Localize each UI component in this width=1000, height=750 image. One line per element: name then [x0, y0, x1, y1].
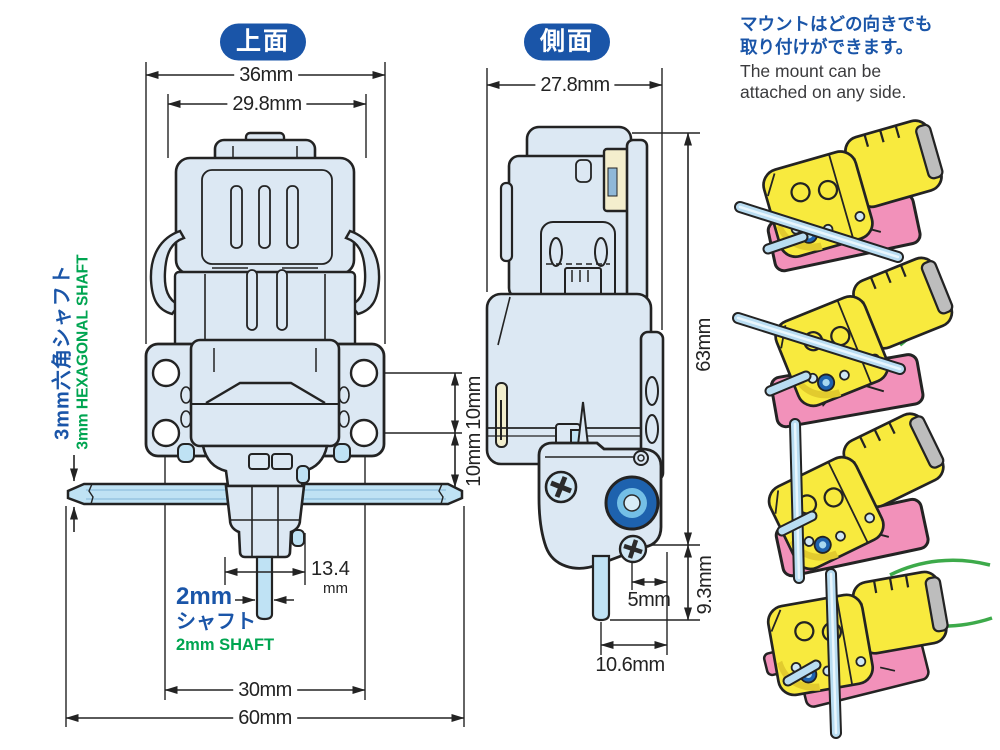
mount-hole — [349, 358, 379, 388]
dim-side-width: 27.8mm — [535, 75, 615, 95]
two-mm-shaft-label-en: 2mm SHAFT — [176, 636, 275, 655]
dim-hex-shaft-length: 60mm — [233, 708, 297, 728]
screw — [544, 470, 578, 504]
two-mm-shaft-label-jp2: シャフト — [176, 610, 256, 633]
dim-gearcase-width-unit: mm — [323, 580, 348, 597]
mount-note-en-line2: attached on any side. — [740, 82, 907, 103]
bearing — [604, 475, 660, 531]
hex-shaft-label-jp: 3mm六角シャフト — [51, 264, 74, 440]
dim-gearcase-width-value: 13.4 — [311, 558, 350, 580]
dim-gearcase-width: 13.4 mm — [311, 559, 350, 596]
side-view-drawing — [485, 125, 665, 622]
hex-shaft-label: 3mm六角シャフト 3mm HEXAGONAL SHAFT — [52, 254, 93, 449]
mount-hole — [151, 418, 181, 448]
hex-shaft-label-en: 3mm HEXAGONAL SHAFT — [74, 254, 92, 450]
side-view-badge: 側面 — [523, 23, 611, 61]
mid-housing — [173, 269, 357, 350]
dim-body-height: 63mm — [693, 318, 715, 372]
mount-hole — [349, 418, 379, 448]
screw — [618, 534, 648, 564]
gearbox-center — [189, 338, 341, 448]
illustration-4 — [762, 558, 993, 739]
gear-housing — [177, 443, 351, 559]
two-mm-shaft-label: 2mm シャフト 2mm SHAFT — [176, 583, 275, 655]
two-mm-shaft-side-view — [591, 554, 611, 622]
motor-side — [499, 125, 649, 307]
dim-top-outer-width: 36mm — [234, 65, 298, 85]
illustration-1 — [734, 115, 956, 274]
illustrations — [732, 115, 993, 739]
mount-note-jp: マウントはどの向きでも 取り付けができます。 — [740, 13, 933, 59]
mount-note-jp-line2: 取り付けができます。 — [740, 36, 914, 57]
illustration-3 — [758, 406, 963, 584]
two-mm-shaft-label-jp1: 2mm — [176, 583, 233, 610]
gear-housing-side — [537, 441, 663, 570]
dim-shaft-protrusion: 9.3mm — [694, 555, 716, 615]
dim-top-inner-width: 29.8mm — [227, 94, 307, 114]
motor-top — [174, 131, 356, 276]
dim-mount-hole-span: 30mm — [233, 680, 297, 700]
dim-hole-pitch-upper: 10mm — [463, 376, 485, 430]
dim-shaft-offset: 5mm — [627, 589, 671, 611]
motor-wire — [889, 558, 991, 577]
dim-hole-pitch-lower: 10mm — [463, 433, 485, 487]
mount-plate-edge — [639, 330, 665, 482]
top-view-drawing — [66, 131, 464, 621]
mount-note-en-line1: The mount can be — [740, 61, 882, 81]
top-view-badge: 上面 — [219, 23, 307, 61]
mount-hole — [151, 358, 181, 388]
dim-shaft-to-edge: 10.6mm — [595, 654, 665, 676]
mount-note-en: The mount can be attached on any side. — [740, 61, 906, 104]
mid-body-side — [485, 292, 653, 466]
mount-note-jp-line1: マウントはどの向きでも — [740, 14, 933, 34]
illustration-2 — [732, 251, 970, 430]
